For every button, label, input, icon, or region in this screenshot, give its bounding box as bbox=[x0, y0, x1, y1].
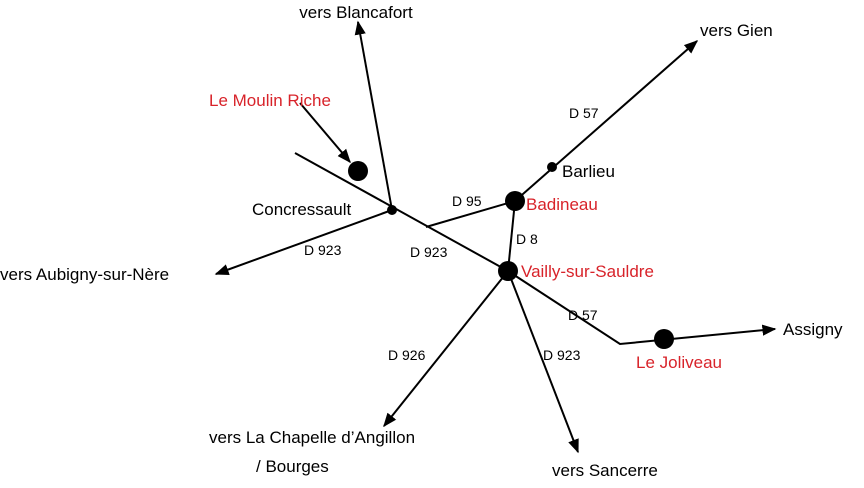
label-vers-la-chapelle: vers La Chapelle d’Angillon bbox=[209, 428, 415, 447]
marker-joliveau bbox=[654, 329, 674, 349]
road-label-d8: D 8 bbox=[516, 231, 538, 247]
label-vers-blancafort: vers Blancafort bbox=[299, 3, 413, 22]
roads bbox=[214, 20, 777, 454]
label-vers-aubigny: vers Aubigny-sur-Nère bbox=[0, 265, 169, 284]
road-label-d926: D 926 bbox=[388, 347, 426, 363]
marker-concressault bbox=[387, 205, 397, 215]
label-vers-gien: vers Gien bbox=[700, 21, 773, 40]
road-to-blancafort bbox=[354, 20, 393, 211]
road-d57-east bbox=[507, 270, 777, 346]
road-d8 bbox=[507, 200, 516, 272]
label-assigny: Assigny bbox=[783, 320, 843, 339]
label-vailly: Vailly-sur-Sauldre bbox=[521, 262, 654, 281]
label-concressault: Concressault bbox=[252, 200, 351, 219]
marker-badineau bbox=[505, 191, 525, 211]
marker-moulin-riche bbox=[348, 161, 368, 181]
label-le-moulin-riche: Le Moulin Riche bbox=[209, 91, 331, 110]
road-label-d95: D 95 bbox=[452, 193, 482, 209]
marker-barlieu bbox=[547, 162, 557, 172]
place-labels: vers Blancafort vers Gien Le Moulin Rich… bbox=[0, 3, 843, 480]
road-label-d923-south: D 923 bbox=[543, 347, 581, 363]
pointer-moulin-riche bbox=[299, 102, 351, 164]
road-to-aubigny bbox=[214, 209, 393, 275]
road-label-d923-mid: D 923 bbox=[410, 244, 448, 260]
road-label-d923-west: D 923 bbox=[304, 242, 342, 258]
marker-vailly bbox=[498, 261, 518, 281]
label-vers-sancerre: vers Sancerre bbox=[552, 461, 658, 480]
road-d95 bbox=[425, 200, 516, 228]
road-d923-concressault-vailly bbox=[294, 152, 509, 272]
label-le-joliveau: Le Joliveau bbox=[636, 353, 722, 372]
road-to-gien bbox=[514, 40, 699, 202]
label-bourges: / Bourges bbox=[256, 457, 329, 476]
road-d923-south bbox=[507, 270, 579, 454]
road-d926 bbox=[383, 270, 509, 428]
road-label-d57-east: D 57 bbox=[568, 307, 598, 323]
label-barlieu: Barlieu bbox=[562, 162, 615, 181]
road-labels: D 57 D 95 D 8 D 923 D 923 D 57 D 926 D 9… bbox=[304, 105, 599, 363]
label-badineau: Badineau bbox=[526, 195, 598, 214]
place-markers bbox=[348, 161, 674, 349]
road-label-d57-north: D 57 bbox=[569, 105, 599, 121]
